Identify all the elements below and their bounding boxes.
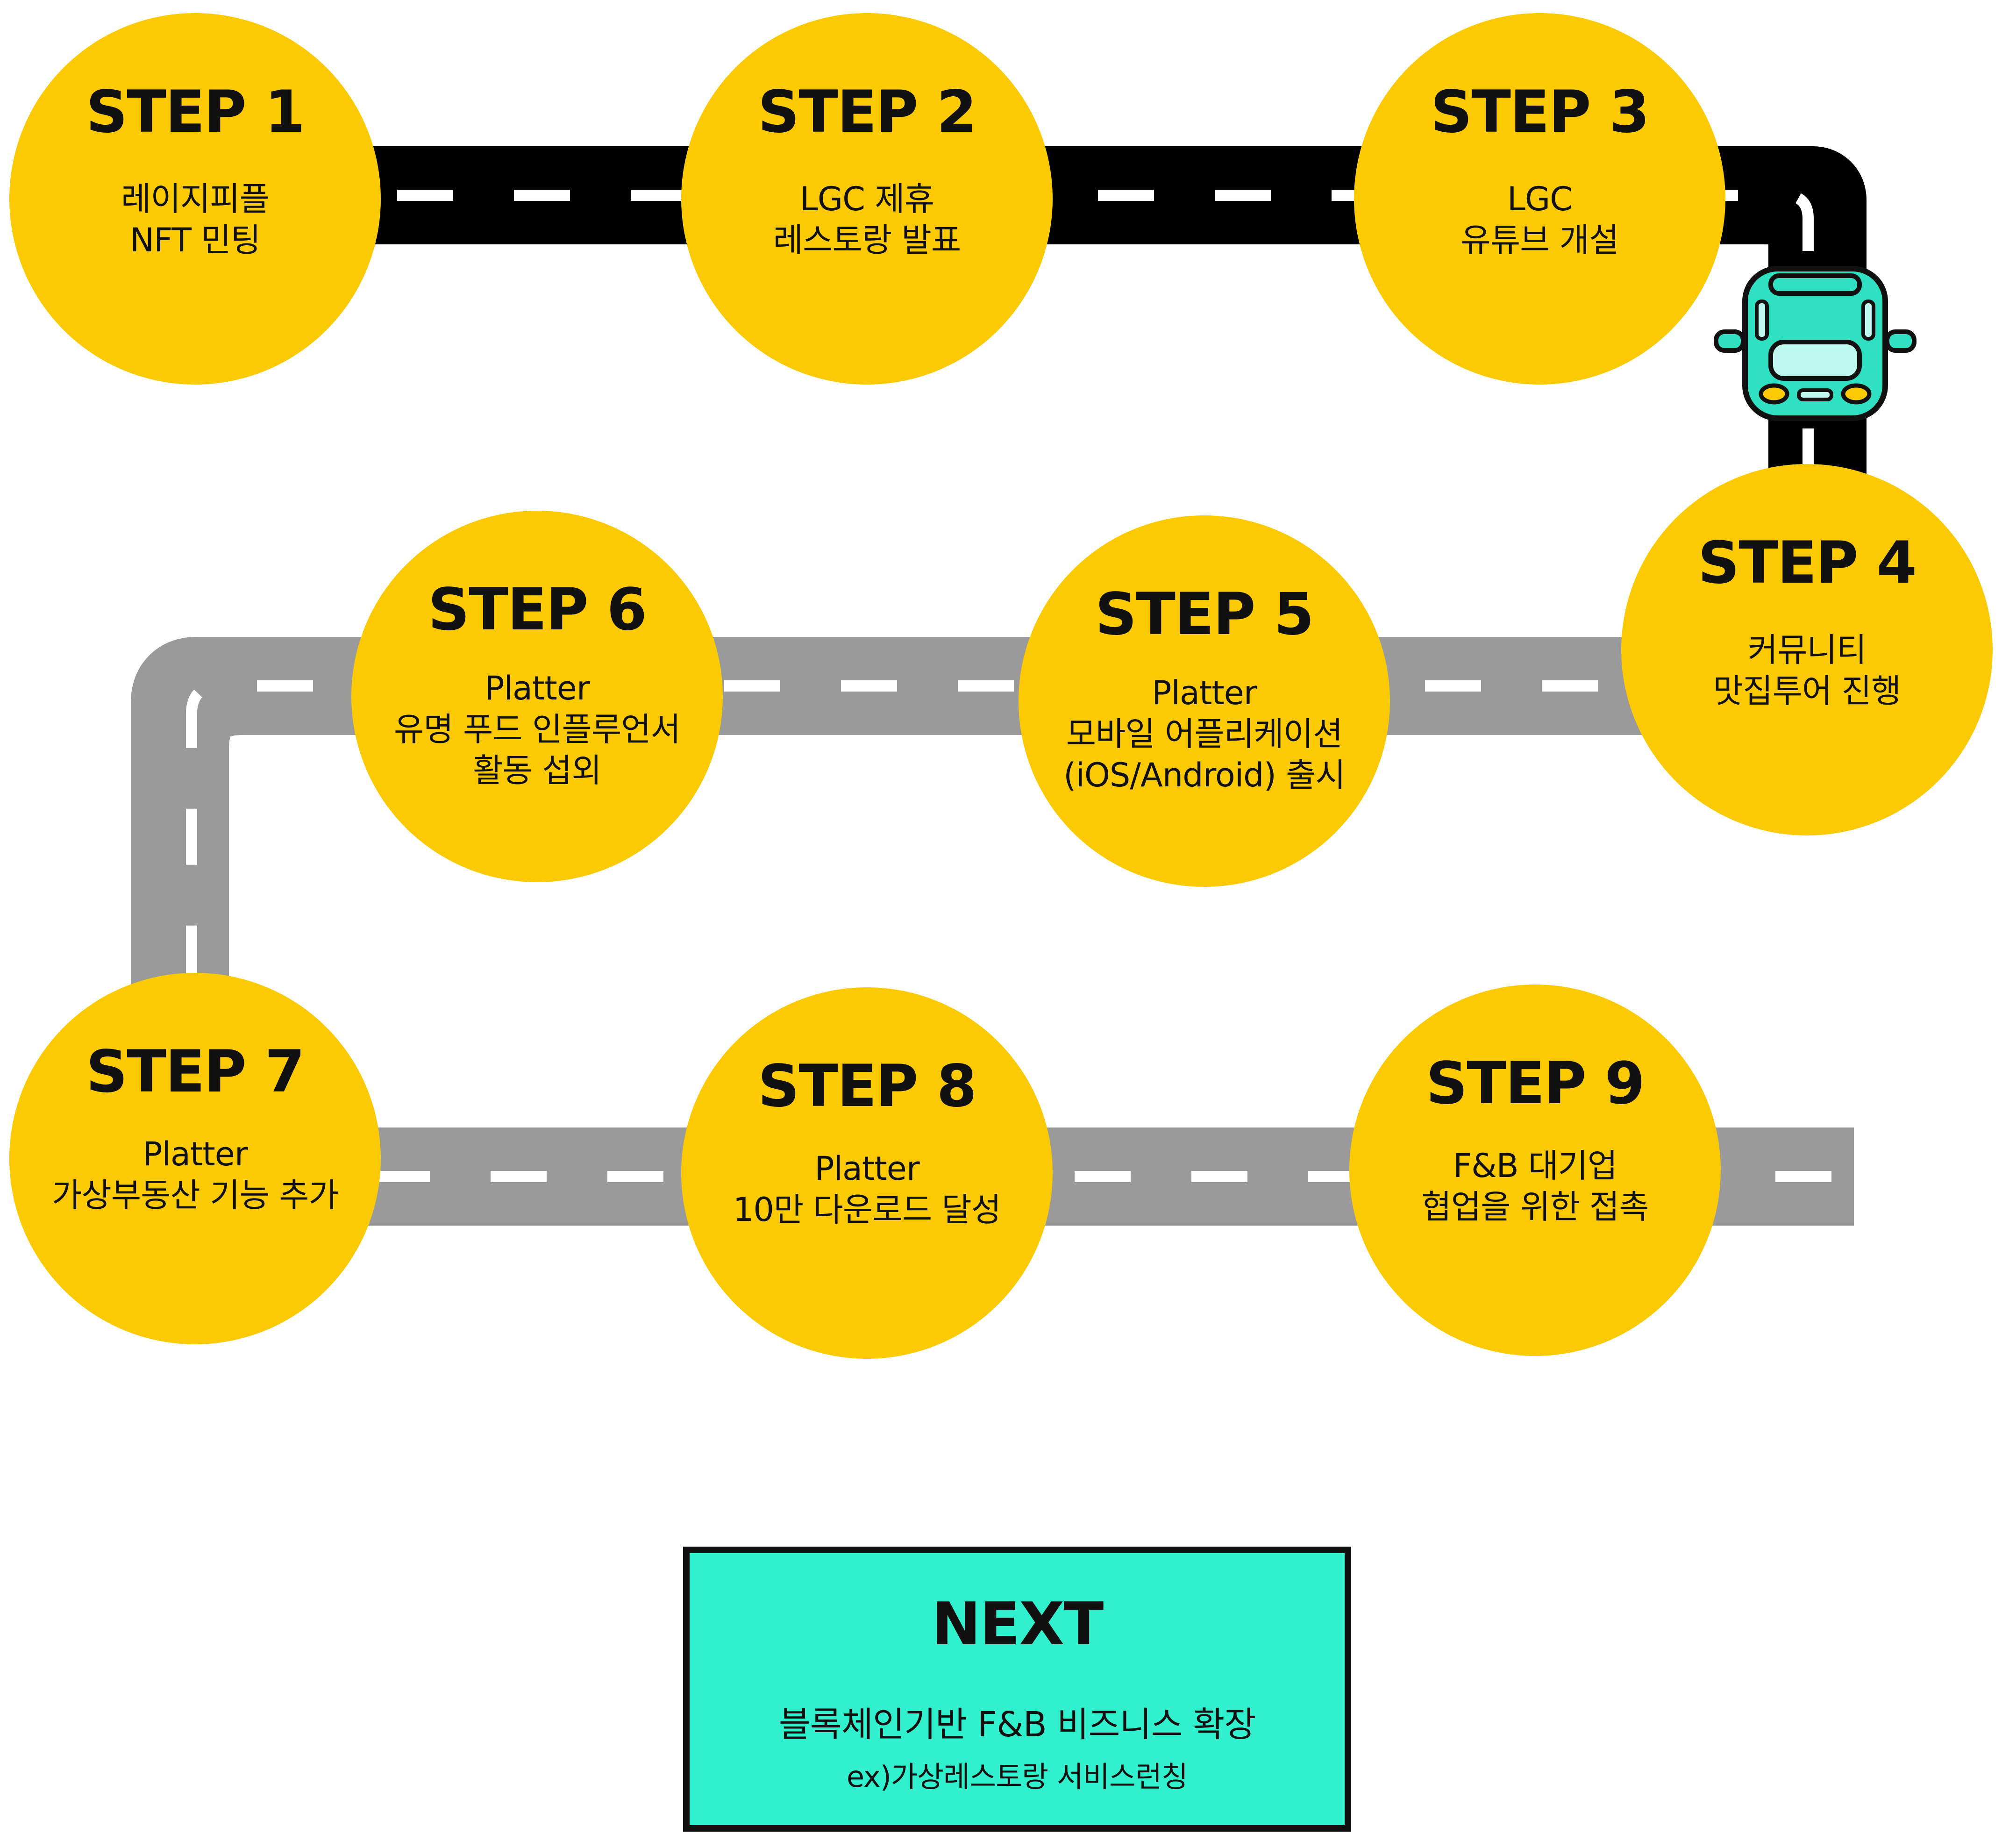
step-description: Platter 가상부동산 기능 추가 bbox=[51, 1135, 339, 1214]
step-title: STEP 8 bbox=[758, 1053, 977, 1120]
step-description: LGC 제휴 레스토랑 발표 bbox=[773, 180, 962, 259]
step-title: STEP 7 bbox=[86, 1038, 305, 1106]
step-description: Platter 유명 푸드 인플루언서 활동 섭외 bbox=[393, 669, 681, 790]
car-icon bbox=[1714, 266, 1917, 421]
step-title: STEP 1 bbox=[86, 78, 305, 146]
next-box: NEXT 블록체인기반 F&B 비즈니스 확장 ex)가상레스토랑 서비스런칭 bbox=[683, 1547, 1351, 1832]
step-title: STEP 2 bbox=[758, 78, 977, 146]
step-2: STEP 2 LGC 제휴 레스토랑 발표 bbox=[681, 13, 1053, 385]
step-title: STEP 9 bbox=[1426, 1050, 1645, 1117]
step-description: 커뮤니티 맛집투어 진행 bbox=[1713, 631, 1902, 710]
step-title: STEP 5 bbox=[1095, 581, 1314, 648]
next-description: 블록체인기반 F&B 비즈니스 확장 bbox=[778, 1705, 1256, 1745]
step-7: STEP 7 Platter 가상부동산 기능 추가 bbox=[9, 973, 381, 1344]
step-4: STEP 4 커뮤니티 맛집투어 진행 bbox=[1621, 464, 1993, 835]
step-description: Platter 모바일 어플리케이션 (iOS/Android) 출시 bbox=[1063, 674, 1346, 794]
step-description: F&B 대기업 협업을 위한 접촉 bbox=[1421, 1147, 1649, 1226]
step-description: LGC 유튜브 개설 bbox=[1461, 180, 1619, 259]
step-description: 레이지피플 NFT 민팅 bbox=[121, 180, 270, 259]
step-6: STEP 6 Platter 유명 푸드 인플루언서 활동 섭외 bbox=[351, 511, 723, 882]
step-1: STEP 1 레이지피플 NFT 민팅 bbox=[9, 13, 381, 385]
step-title: STEP 6 bbox=[428, 576, 647, 643]
step-5: STEP 5 Platter 모바일 어플리케이션 (iOS/Android) … bbox=[1019, 515, 1390, 887]
lane-marks-middle bbox=[186, 680, 1598, 981]
step-9: STEP 9 F&B 대기업 협업을 위한 접촉 bbox=[1349, 985, 1721, 1356]
step-title: STEP 3 bbox=[1431, 78, 1650, 146]
next-example: ex)가상레스토랑 서비스런칭 bbox=[846, 1760, 1188, 1794]
step-8: STEP 8 Platter 10만 다운로드 달성 bbox=[681, 987, 1053, 1359]
next-title: NEXT bbox=[931, 1590, 1104, 1658]
step-title: STEP 4 bbox=[1698, 529, 1917, 597]
step-description: Platter 10만 다운로드 달성 bbox=[733, 1149, 1001, 1229]
lane-marks-top bbox=[397, 190, 1814, 491]
step-3: STEP 3 LGC 유튜브 개설 bbox=[1354, 13, 1725, 385]
